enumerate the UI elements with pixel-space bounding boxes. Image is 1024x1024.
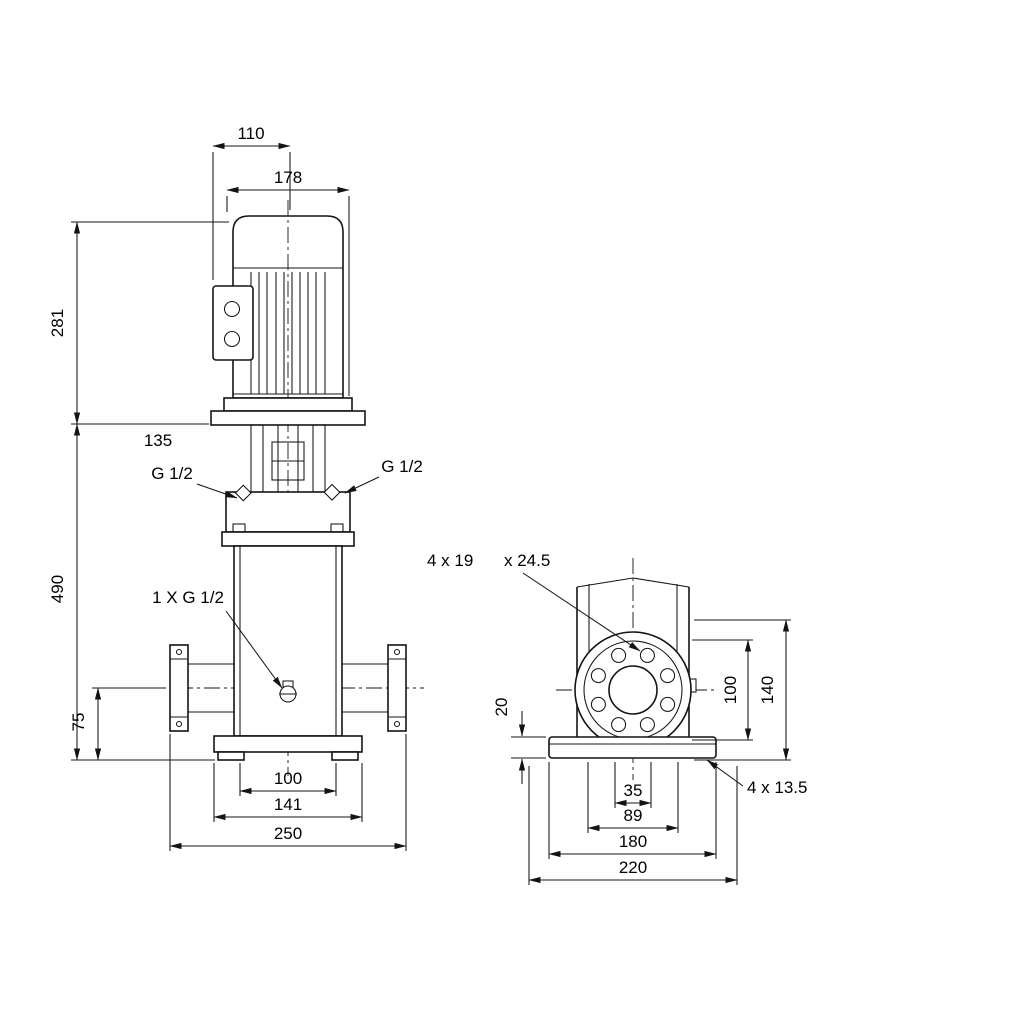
dim-100-label: 100: [274, 769, 302, 788]
dim-75-label: 75: [69, 713, 88, 732]
port-g12-left-label: G 1/2: [151, 464, 193, 483]
side-dimensions: 4 x 19 x 24.5 20 100 140 35: [427, 551, 808, 885]
dim-135-label: 135: [144, 431, 172, 450]
motor-fins: [250, 272, 326, 394]
drain-plug: [279, 680, 297, 703]
side-view: 4 x 19 x 24.5 20 100 140 35: [427, 551, 808, 885]
suction-flange: [169, 644, 234, 732]
front-view: 110 178 281 135 490 75 G 1/2 G 1: [48, 124, 424, 851]
cable-entry-hole: [223, 300, 241, 318]
chamber-stack: [221, 523, 355, 737]
discharge-flange: [342, 644, 407, 732]
dim-20-label: 20: [492, 698, 511, 717]
dim-141-label: 141: [274, 795, 302, 814]
side-base-plate: [548, 736, 717, 759]
flange-bore: [608, 665, 658, 715]
pump-head: [225, 483, 351, 533]
base-foot-left: [217, 751, 245, 761]
dim-140-label: 140: [758, 676, 777, 704]
base-holes-label: 4 x 13.5: [747, 778, 808, 797]
dim-100-side-label: 100: [721, 676, 740, 704]
pump-base: [213, 735, 363, 761]
motor-stool: [210, 397, 366, 493]
flange-bolt-holes: [590, 647, 676, 733]
base-foot-right: [331, 751, 359, 761]
drain-port-label: 1 X G 1/2: [152, 588, 224, 607]
terminal-box: [212, 285, 254, 361]
side-column: [576, 577, 697, 737]
dim-220-label: 220: [619, 858, 647, 877]
side-flange: [574, 631, 692, 749]
dim-281-label: 281: [48, 309, 67, 337]
flange-holes-label: 4 x 19: [427, 551, 473, 570]
dim-89-label: 89: [624, 806, 643, 825]
dim-250-label: 250: [274, 824, 302, 843]
dim-110-label: 110: [237, 124, 264, 143]
dim-35-label: 35: [624, 781, 643, 800]
vent-plug-left: [234, 484, 252, 502]
dim-178-label: 178: [274, 168, 302, 187]
port-g12-right-label: G 1/2: [381, 457, 423, 476]
motor: [212, 215, 344, 399]
flange-counterbore-label: x 24.5: [504, 551, 550, 570]
dim-180-label: 180: [619, 832, 647, 851]
cable-entry-hole: [223, 330, 241, 348]
vent-plug-right: [323, 483, 341, 501]
front-dimensions: 110 178 281 135 490 75 G 1/2 G 1: [48, 124, 423, 851]
dim-490-label: 490: [48, 575, 67, 603]
